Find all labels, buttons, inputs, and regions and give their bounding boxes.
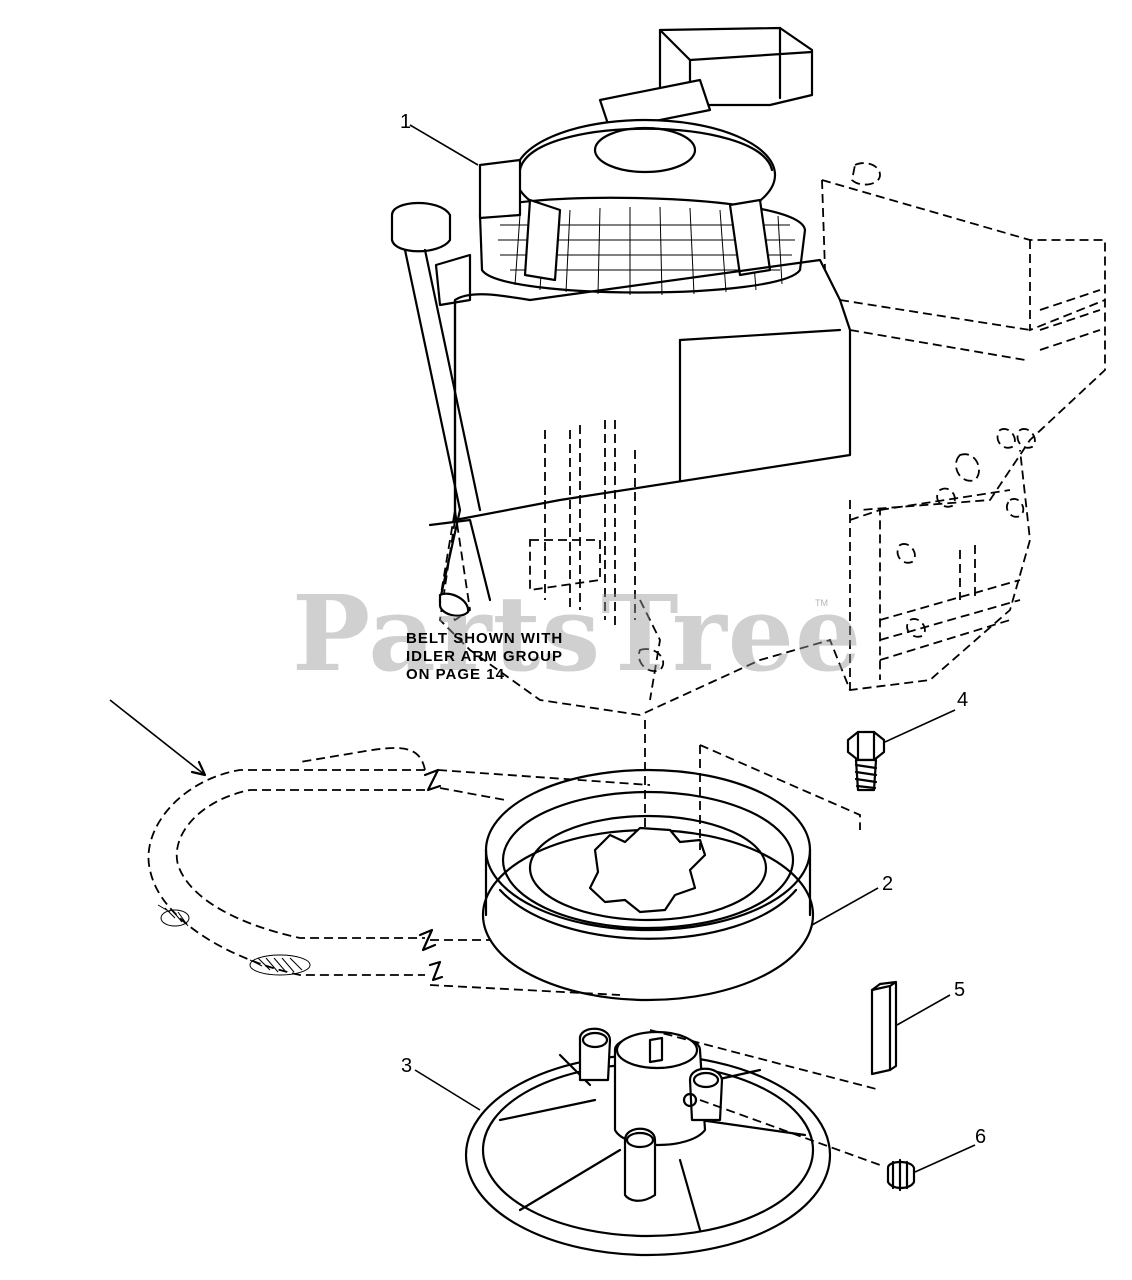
leader-6 <box>914 1144 976 1173</box>
leader-5 <box>896 994 951 1026</box>
key-centerline <box>649 1029 881 1091</box>
setscrew-part-6[interactable] <box>886 1158 916 1192</box>
belt-note-line-3: ON PAGE 14 <box>406 666 505 683</box>
drive-belt[interactable] <box>147 440 651 996</box>
belt-note-line-2: IDLER ARM GROUP <box>406 648 563 665</box>
watermark: PartsTree <box>292 572 863 695</box>
callout-4[interactable]: 4 <box>957 689 969 711</box>
callout-1[interactable]: 1 <box>400 111 412 133</box>
callout-2[interactable]: 2 <box>882 873 894 895</box>
pulley-part-2[interactable] <box>481 768 815 1002</box>
key-part-5[interactable] <box>870 980 898 1076</box>
belt-note-line-1: BELT SHOWN WITH <box>406 630 564 647</box>
belt-note: BELT SHOWN WITH IDLER ARM GROUP ON PAGE … <box>406 630 563 684</box>
leader-3 <box>414 1069 481 1111</box>
setscrew-centerline <box>699 1099 881 1166</box>
callout-3[interactable]: 3 <box>401 1055 413 1077</box>
callout-6[interactable]: 6 <box>975 1126 987 1148</box>
bolt-part-4[interactable] <box>846 730 886 792</box>
callout-5[interactable]: 5 <box>954 979 966 1001</box>
watermark-trademark: TM <box>815 598 828 608</box>
leader-4 <box>884 709 956 743</box>
bolt-centerline <box>699 744 861 850</box>
note-arrow <box>109 699 207 777</box>
engine-part-1[interactable] <box>390 26 1106 716</box>
pulley-hub-part-3[interactable] <box>464 1027 832 1257</box>
leader-1 <box>409 124 479 166</box>
leader-2 <box>811 887 879 926</box>
